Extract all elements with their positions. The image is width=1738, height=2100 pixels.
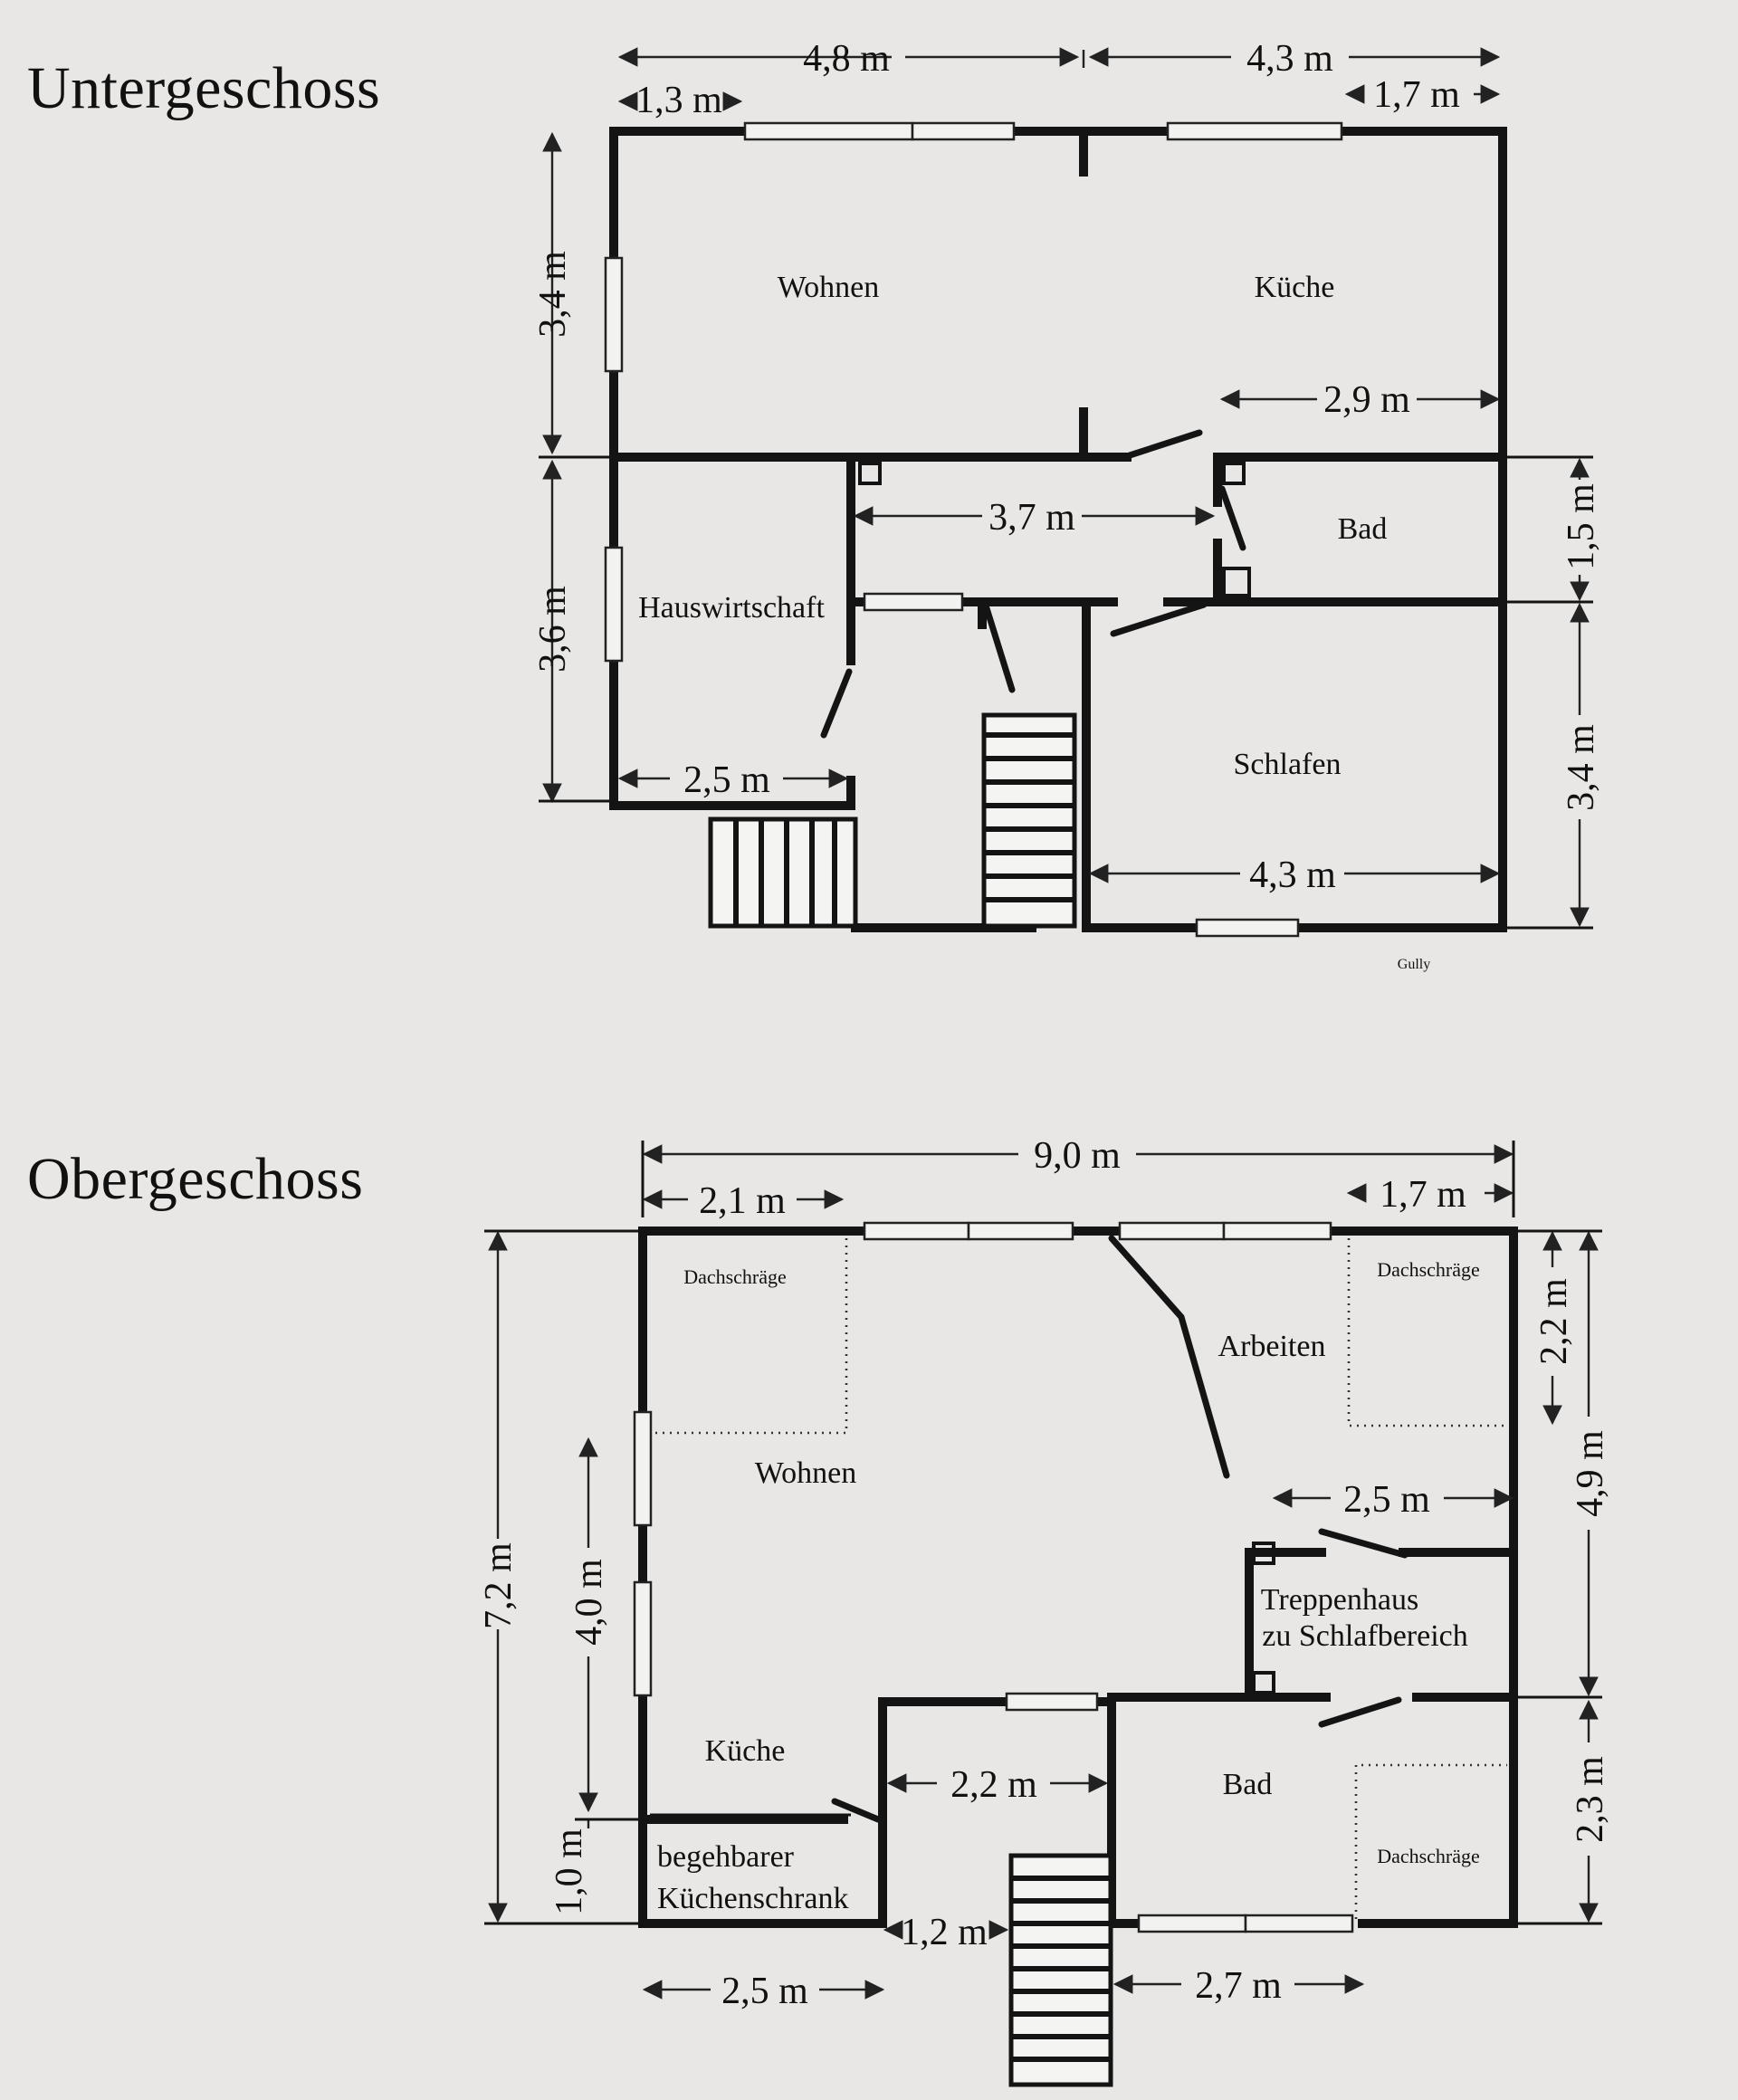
- ug-dim-top-left: 4,8 m: [803, 38, 890, 80]
- ug-dim-top-left-sub: 1,3 m: [635, 80, 722, 121]
- ug-dim-right-schlafen: 3,4 m: [1561, 724, 1602, 811]
- ug-dim-right-bad: 1,5 m: [1561, 483, 1602, 570]
- og-room-schrank-line1: begehbarer: [657, 1840, 795, 1874]
- og-doors: [831, 1235, 1409, 1823]
- og-room-schrank-line2: Küchenschrank: [657, 1882, 848, 1915]
- og-dim-right-top: 2,2 m: [1533, 1278, 1575, 1365]
- og-dim-treppenhaus-width: 2,5 m: [1343, 1479, 1430, 1521]
- og-room-dachschraege-top-right: Dachschräge: [1377, 1258, 1480, 1281]
- og-dim-left-wohnen: 4,0 m: [568, 1559, 610, 1646]
- og-walls: [638, 1227, 1518, 1928]
- ug-dim-top-right-sub: 1,7 m: [1373, 74, 1460, 116]
- ug-dimension-lines: [539, 47, 1593, 930]
- og-room-arbeiten: Arbeiten: [1218, 1330, 1326, 1363]
- ug-room-kueche: Küche: [1255, 271, 1335, 304]
- ug-doors: [820, 429, 1246, 739]
- og-dim-top-left: 2,1 m: [699, 1180, 786, 1222]
- ug-dim-left-lower: 3,6 m: [532, 586, 574, 673]
- og-room-kueche: Küche: [705, 1734, 786, 1768]
- ug-stairs-interior: [981, 712, 1077, 929]
- og-dim-bottom-right: 2,7 m: [1195, 1965, 1282, 2007]
- og-dim-left-schrank: 1,0 m: [549, 1828, 590, 1915]
- ug-note-gully: Gully: [1398, 957, 1430, 972]
- title-obergeschoss: Obergeschoss: [27, 1146, 364, 1212]
- og-dim-stair-gap: 1,2 m: [901, 1912, 988, 1953]
- title-untergeschoss: Untergeschoss: [27, 55, 381, 121]
- og-dim-top-right: 1,7 m: [1380, 1174, 1466, 1216]
- ug-room-wohnen: Wohnen: [778, 271, 879, 304]
- og-room-treppenhaus-line2: zu Schlafbereich: [1262, 1619, 1468, 1653]
- og-dim-bottom-left: 2,5 m: [721, 1971, 808, 2012]
- ug-stairs-exterior: [708, 816, 858, 929]
- og-room-bad: Bad: [1223, 1768, 1273, 1801]
- og-dim-right-mid: 4,9 m: [1570, 1430, 1611, 1517]
- ug-dim-schlafen-width: 4,3 m: [1249, 854, 1336, 896]
- ug-room-bad: Bad: [1338, 512, 1388, 546]
- og-dim-left-total: 7,2 m: [478, 1542, 520, 1629]
- og-stairs: [1008, 1853, 1113, 2087]
- ug-dim-kueche-inner: 2,9 m: [1323, 379, 1410, 421]
- plan-untergeschoss: Wohnen Küche Bad Hauswirtschaft Schlafen…: [532, 38, 1602, 972]
- og-roof-slope-zones: [650, 1238, 1507, 1919]
- ug-windows: [604, 121, 1343, 938]
- ug-dim-hall: 3,7 m: [988, 497, 1075, 539]
- ug-dim-left-upper: 3,4 m: [532, 251, 574, 338]
- ug-fixtures: [858, 462, 1251, 597]
- og-dim-flur-width: 2,2 m: [950, 1764, 1037, 1806]
- og-windows: [633, 1221, 1354, 1933]
- ug-dim-top-right: 4,3 m: [1246, 38, 1333, 80]
- ug-room-schlafen: Schlafen: [1234, 748, 1342, 781]
- ug-dim-hauswirtschaft-width: 2,5 m: [683, 759, 770, 801]
- og-dimension-lines: [484, 1141, 1602, 2000]
- ug-room-hauswirtschaft: Hauswirtschaft: [638, 591, 825, 625]
- og-dim-total-width: 9,0 m: [1034, 1135, 1121, 1177]
- og-room-treppenhaus-line1: Treppenhaus: [1261, 1583, 1418, 1617]
- og-dim-right-bottom: 2,3 m: [1570, 1756, 1611, 1843]
- og-fixtures: [1252, 1542, 1275, 1694]
- ug-walls: [609, 127, 1507, 932]
- plan-obergeschoss: Dachschräge Dachschräge Dachschräge Arbe…: [478, 1135, 1611, 2087]
- og-room-dachschraege-bottom-right: Dachschräge: [1377, 1845, 1480, 1867]
- og-room-dachschraege-top-left: Dachschräge: [683, 1265, 787, 1288]
- og-room-wohnen: Wohnen: [755, 1456, 856, 1490]
